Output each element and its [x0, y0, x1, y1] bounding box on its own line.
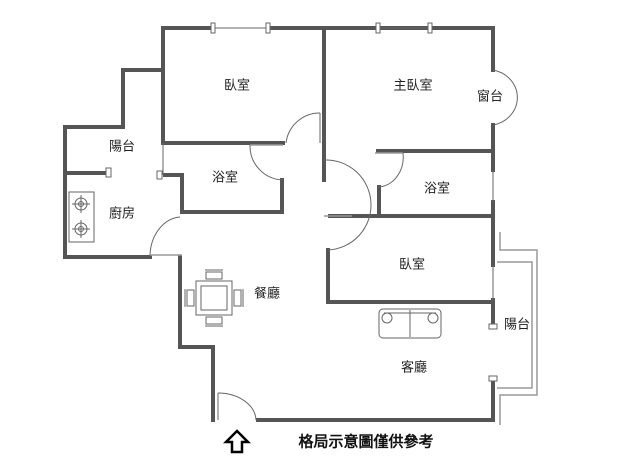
room-label-master-bedroom: 主臥室 [393, 78, 432, 94]
room-label-bedroom-2: 臥室 [399, 257, 425, 273]
room-label-dining-room: 餐廳 [254, 286, 280, 302]
balcony-railing [497, 232, 538, 425]
dining-table-icon [184, 269, 244, 327]
room-label-kitchen: 廚房 [109, 206, 135, 222]
walls [63, 26, 518, 422]
sofa-icon [378, 308, 442, 339]
room-label-bay-window: 窗台 [477, 89, 503, 105]
windows [105, 22, 498, 382]
room-label-balcony-2: 陽台 [504, 318, 530, 333]
room-label-bathroom-2: 浴室 [424, 181, 450, 197]
room-label-living-room: 客廳 [401, 360, 427, 376]
room-label-balcony-1: 陽台 [109, 140, 135, 155]
room-label-bedroom-1: 臥室 [224, 78, 250, 94]
doors [149, 112, 404, 421]
room-label-bathroom-1: 浴室 [212, 170, 238, 186]
disclaimer-caption: 格局示意圖僅供參考 [298, 433, 433, 451]
stove-icon [68, 191, 95, 243]
entrance-arrow-icon [222, 429, 252, 454]
